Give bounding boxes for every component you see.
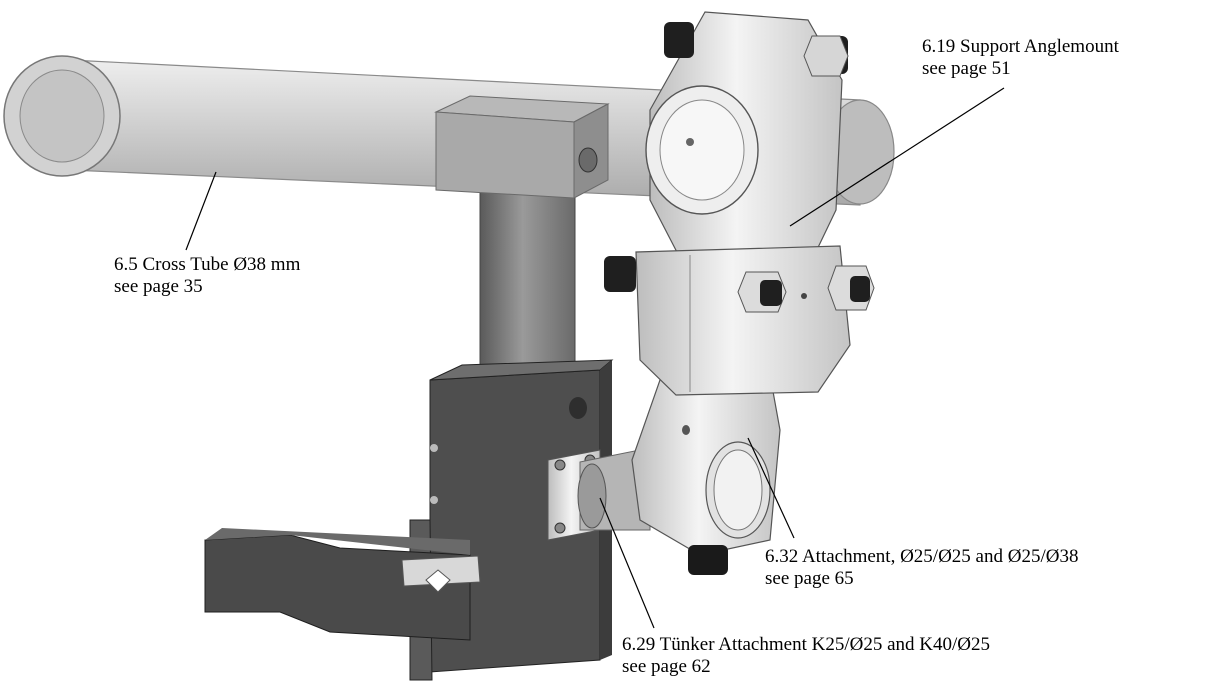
leader-6-19 <box>789 87 1005 227</box>
callout-page-ref: see page 51 <box>922 58 1011 79</box>
callout-title: 6.5 Cross Tube Ø38 mm <box>114 254 301 275</box>
callout-page-ref: see page 65 <box>765 568 854 589</box>
callout-cross-tube: 6.5 Cross Tube Ø38 mm see page 35 <box>114 254 300 298</box>
callout-page-ref: see page 35 <box>114 276 203 297</box>
gripper-arm <box>204 528 481 641</box>
tee-block <box>434 95 610 199</box>
callout-tunker-attachment: 6.29 Tünker Attachment K25/Ø25 and K40/Ø… <box>622 634 990 678</box>
leader-lines <box>185 87 1005 629</box>
callout-page-ref: see page 62 <box>622 656 711 677</box>
bolts <box>604 22 875 313</box>
callout-title: 6.19 Support Anglemount <box>922 36 1119 57</box>
leader-6-5 <box>185 171 217 251</box>
attachment-lower <box>631 374 781 575</box>
support-anglemount <box>635 11 851 396</box>
leader-6-29 <box>599 497 655 629</box>
callout-title: 6.29 Tünker Attachment K25/Ø25 and K40/Ø… <box>622 634 990 655</box>
tunker-attachment <box>547 447 651 541</box>
callout-title: 6.32 Attachment, Ø25/Ø25 and Ø25/Ø38 <box>765 546 1079 567</box>
leader-6-32 <box>747 437 795 539</box>
callout-support-anglemount: 6.19 Support Anglemount see page 51 <box>922 36 1119 80</box>
callout-attachment: 6.32 Attachment, Ø25/Ø25 and Ø25/Ø38 see… <box>765 546 1078 590</box>
